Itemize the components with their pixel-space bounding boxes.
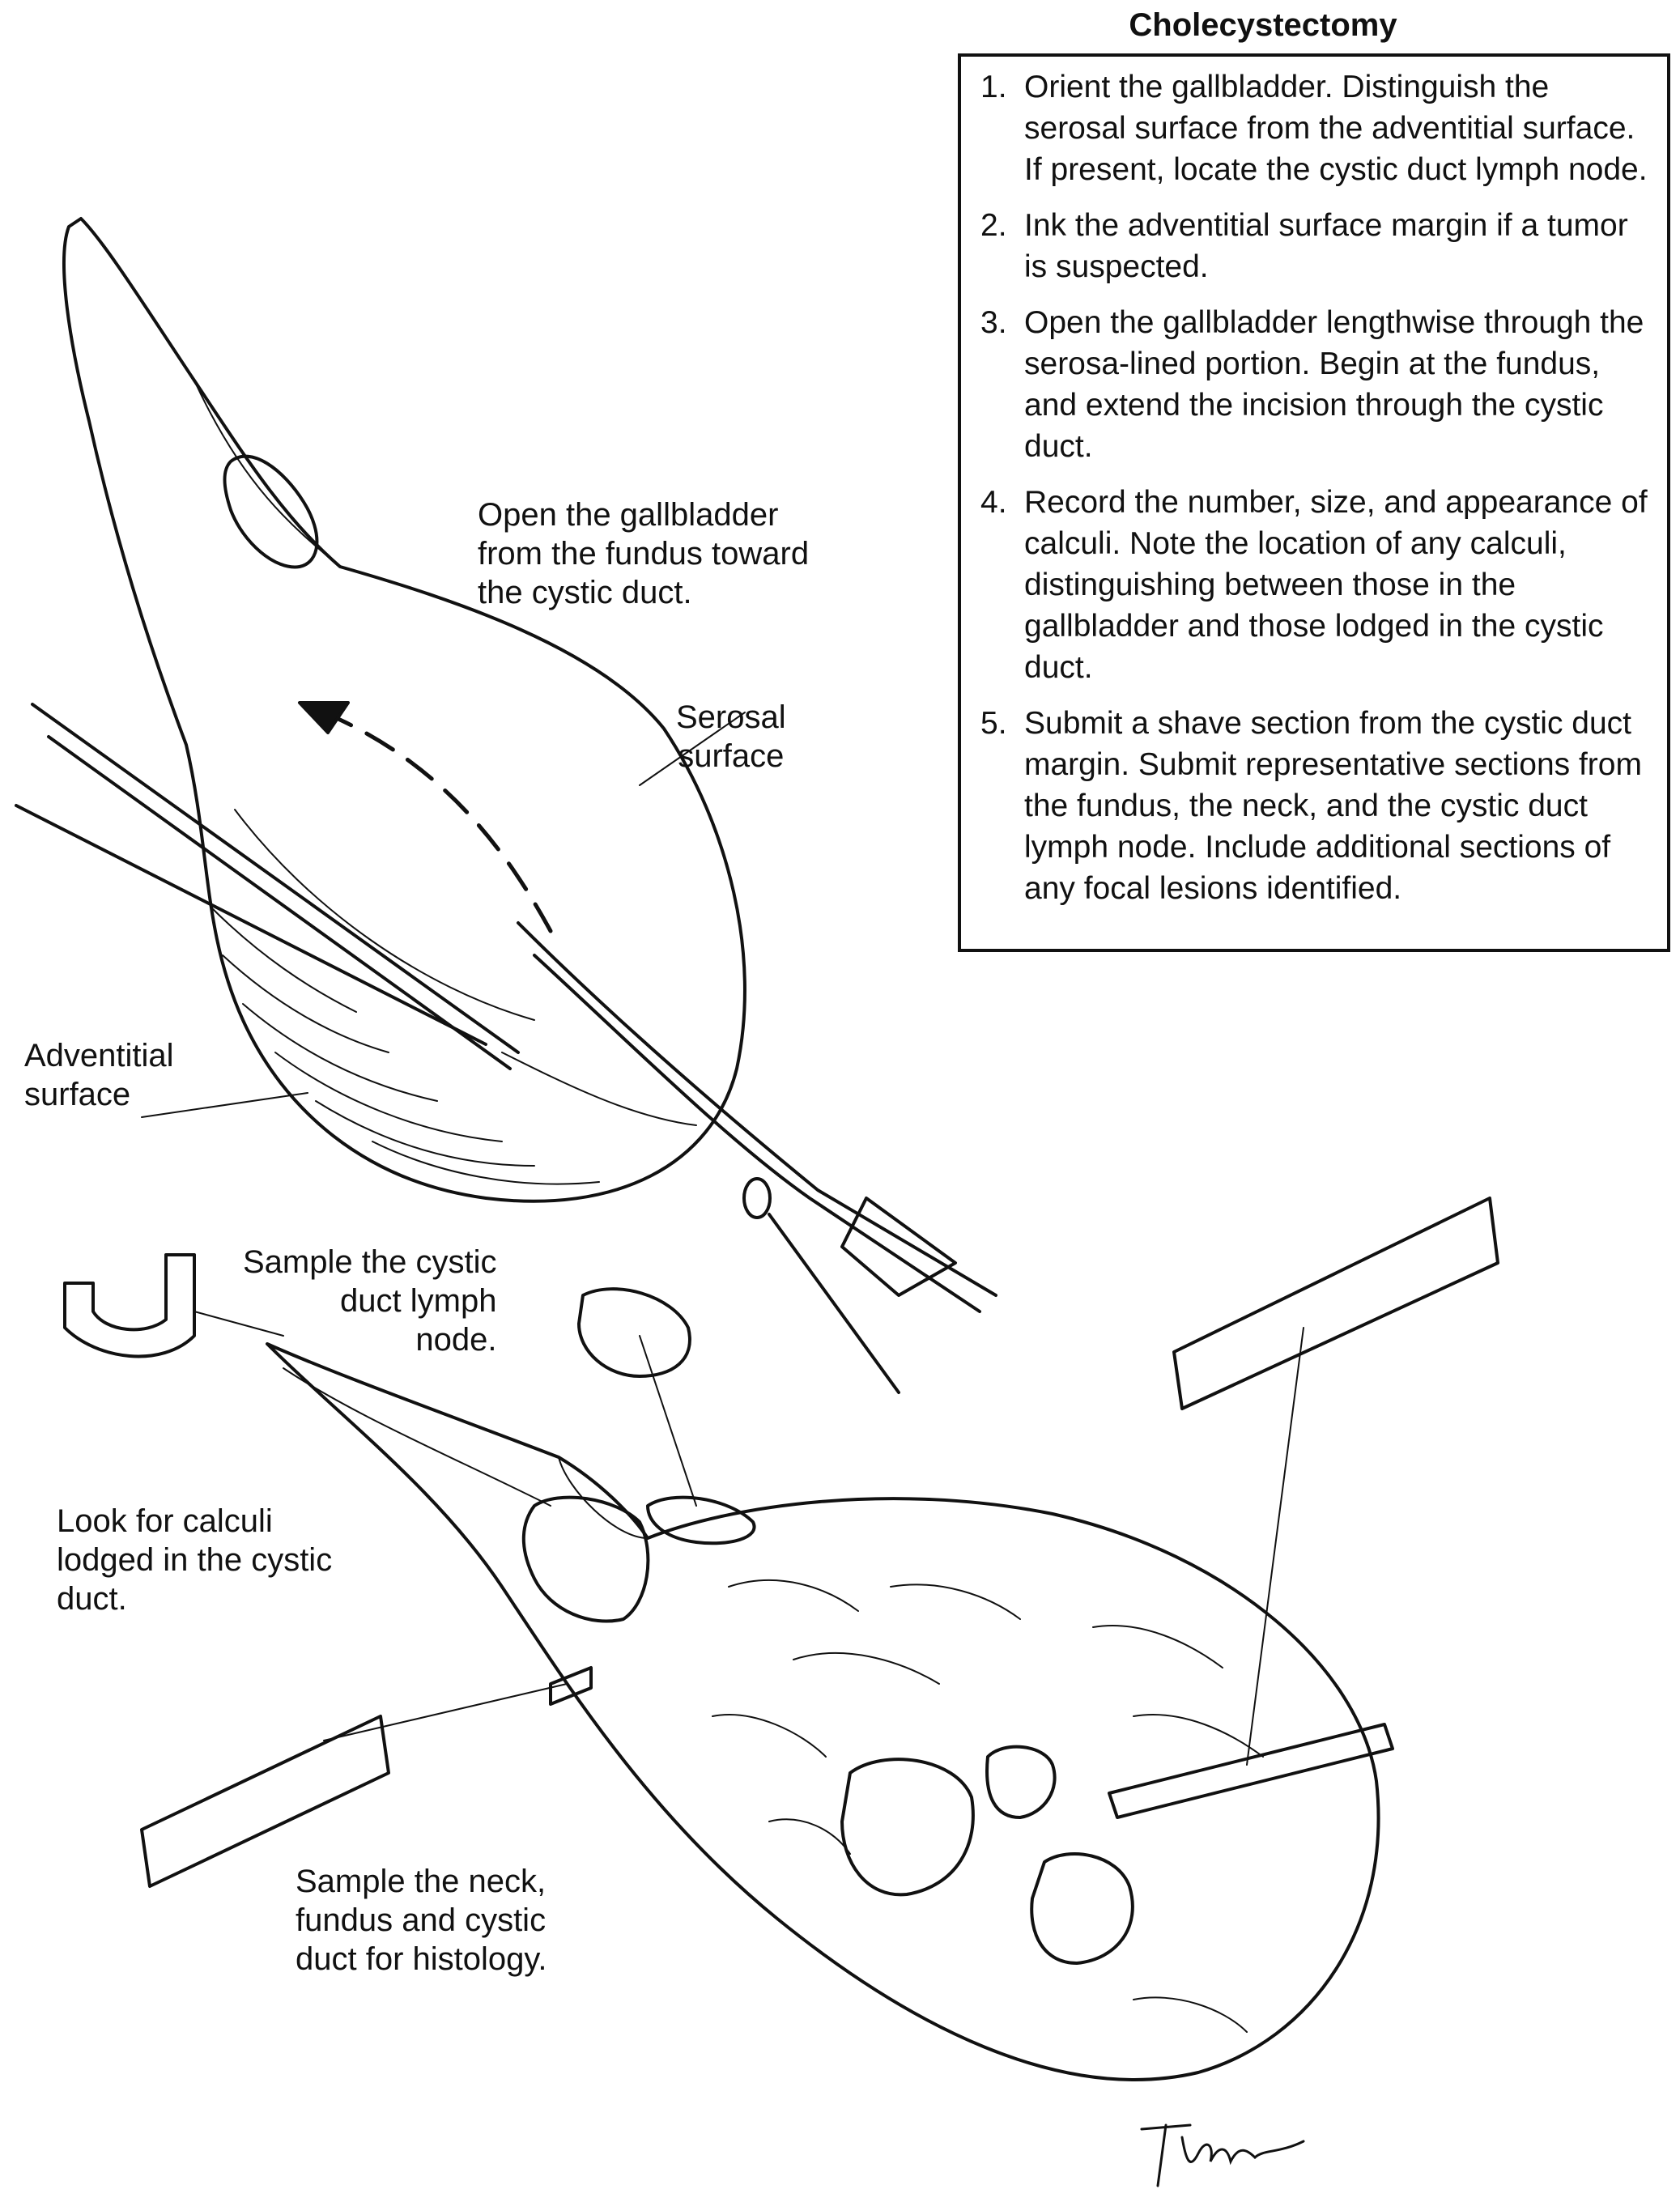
step-number: 4.: [980, 485, 1007, 520]
intact-gallbladder: [62, 217, 746, 1203]
step-text: Orient the gallbladder. Distinguish the …: [1024, 70, 1648, 187]
label-sample-neck: Sample the neck, fundus and cystic duct …: [296, 1864, 547, 1977]
step-text: Open the gallbladder lengthwise through …: [1024, 305, 1644, 464]
steps-box: 1. Orient the gallbladder. Distinguish t…: [958, 53, 1670, 952]
label-adventitial-surface: Adventitial surface: [24, 1038, 174, 1112]
step-number: 5.: [980, 706, 1007, 741]
step-text: Submit a shave section from the cystic d…: [1024, 706, 1642, 906]
step-5: 5. Submit a shave section from the cysti…: [980, 703, 1651, 909]
step-2: 2. Ink the adventitial surface margin if…: [980, 205, 1651, 287]
label-look-for-calculi: Look for calculi lodged in the cystic du…: [57, 1503, 333, 1617]
step-text: Ink the adventitial surface margin if a …: [1024, 208, 1628, 284]
label-serosal-surface: Serosal surface: [676, 699, 786, 774]
step-number: 2.: [980, 208, 1007, 243]
scissors: [15, 703, 997, 1394]
label-sample-lymph-node: Sample the cystic duct lymph node.: [243, 1244, 497, 1358]
step-number: 1.: [980, 70, 1007, 104]
step-1: 1. Orient the gallbladder. Distinguish t…: [980, 66, 1651, 190]
box-title: Cholecystectomy: [1129, 7, 1397, 43]
signature: [1140, 2123, 1305, 2187]
step-number: 3.: [980, 305, 1007, 340]
step-3: 3. Open the gallbladder lengthwise throu…: [980, 302, 1651, 467]
opened-gallbladder: [63, 1197, 1499, 2081]
label-open-gallbladder: Open the gallbladder from the fundus tow…: [478, 497, 810, 610]
step-4: 4. Record the number, size, and appearan…: [980, 482, 1651, 688]
step-text: Record the number, size, and appearance …: [1024, 485, 1648, 685]
